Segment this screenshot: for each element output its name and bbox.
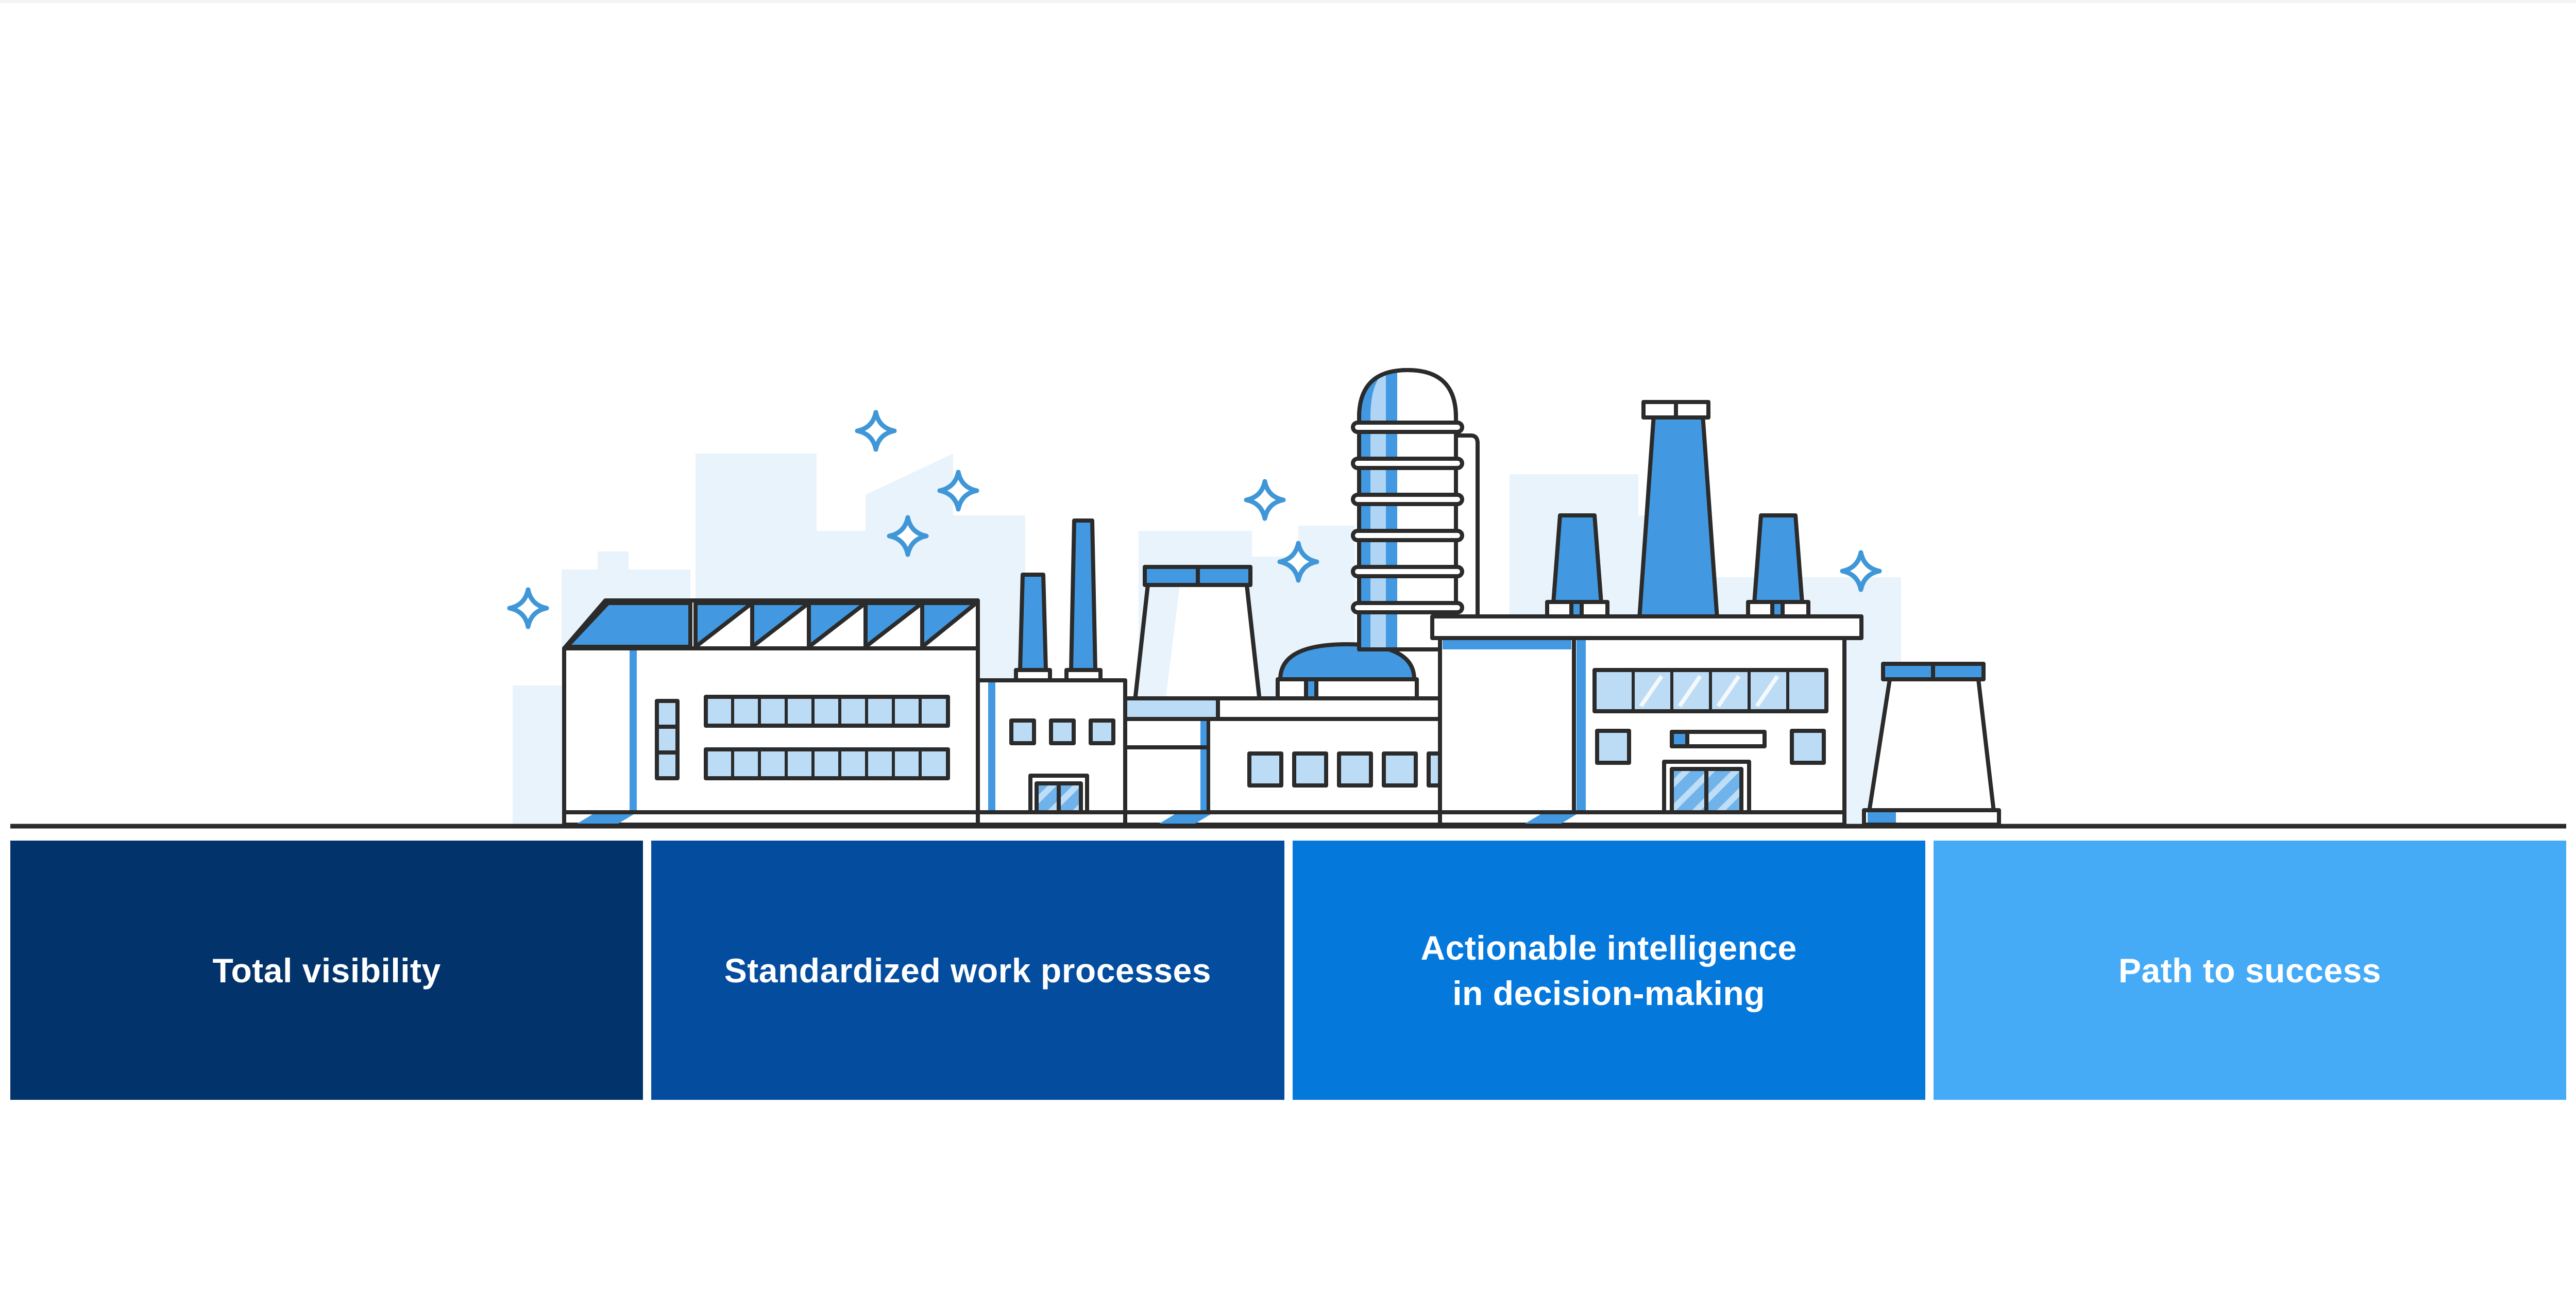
card-actionable-intelligence: Actionable intelligence in decision-maki… xyxy=(1292,841,1925,1100)
main-plant-building xyxy=(1430,400,1863,827)
sparkle-icon xyxy=(1840,550,1882,592)
feature-cards: Total visibility Standardized work proce… xyxy=(10,841,2566,1100)
sparkle-icon xyxy=(1277,541,1319,583)
cooling-tower-right xyxy=(1862,662,2001,827)
card-standardized-work-processes: Standardized work processes xyxy=(651,841,1284,1100)
sparkle-icon xyxy=(1244,479,1286,521)
card-label: Total visibility xyxy=(212,951,441,990)
cooling-tower-left xyxy=(1133,565,1262,719)
factory-illustration xyxy=(10,368,2566,829)
sparkle-icon xyxy=(855,410,897,452)
card-total-visibility: Total visibility xyxy=(10,841,643,1100)
card-path-to-success: Path to success xyxy=(1933,841,2566,1100)
warehouse-building xyxy=(562,598,980,827)
sparkle-icon xyxy=(937,470,979,512)
sparkle-icon xyxy=(887,515,929,557)
sparkle-icon xyxy=(507,587,549,629)
top-edge xyxy=(0,0,2576,3)
card-label: Standardized work processes xyxy=(724,951,1211,990)
annex-building xyxy=(1123,642,1501,827)
card-label: Path to success xyxy=(2118,951,2381,990)
sparkle-icons xyxy=(507,410,1882,629)
silo-tower xyxy=(1351,368,1480,651)
card-label: Actionable intelligence in decision-maki… xyxy=(1420,928,1797,1012)
